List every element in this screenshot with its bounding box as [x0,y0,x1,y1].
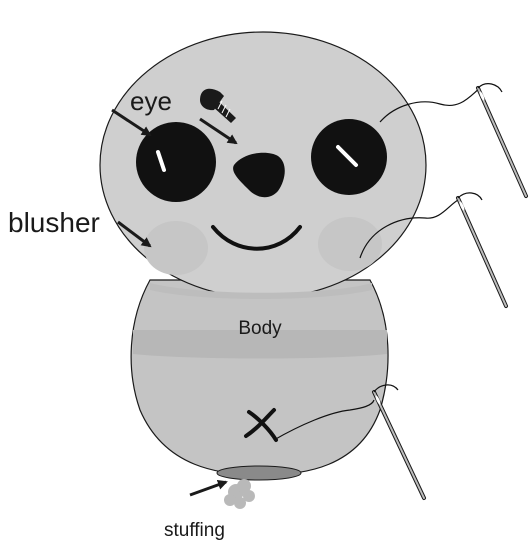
eye-label: eye [130,86,172,116]
body-label: Body [238,318,282,339]
doll-body [131,280,388,480]
stuffing-opening [217,466,301,480]
needle-icon [478,84,526,196]
right-cheek-blush [318,217,382,271]
right-eye [311,119,387,195]
stuffing-clump [224,479,255,509]
doll-head [100,32,426,299]
stuffing-label: stuffing [164,520,225,541]
body-shape [131,280,388,475]
blusher-label: blusher [8,207,100,238]
left-cheek-blush [144,221,208,275]
needle-icon-2 [458,193,506,306]
stuffing-arrow [190,482,226,495]
